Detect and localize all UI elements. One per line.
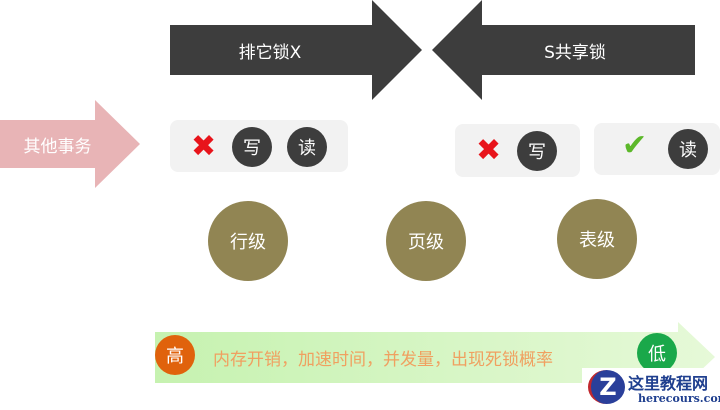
row-level: 行级 (208, 201, 288, 281)
watermark-name: 这里教程网 (628, 374, 709, 393)
high-circle: 高 (155, 335, 195, 375)
deny-icon: ✖ (191, 129, 217, 164)
write-circle: 写 (517, 131, 557, 171)
shared-lock-arrow (432, 0, 695, 100)
low-circle: 低 (637, 333, 677, 373)
other-transaction-arrow (0, 100, 140, 188)
exclusive-lock-label: 排它锁X (238, 42, 302, 63)
scale-text: 内存开销，加速时间，并发量，出现死锁概率 (213, 350, 553, 370)
scale-arrow (155, 322, 715, 392)
read-circle: 读 (668, 129, 708, 169)
watermark: Z 这里教程网 herecours.com (582, 368, 720, 410)
exclusive-lock-arrow (170, 0, 422, 100)
page-level: 页级 (386, 201, 466, 281)
other-transaction-label: 其他事务 (23, 136, 92, 157)
allow-check-icon: ✔ (622, 128, 648, 163)
watermark-logo-icon: Z (588, 370, 625, 404)
table-level: 表级 (557, 199, 637, 279)
deny-icon: ✖ (476, 133, 502, 168)
watermark-url: herecours.com (638, 392, 720, 405)
write-circle: 写 (232, 127, 272, 167)
shared-lock-label: S共享锁 (544, 42, 606, 63)
read-circle: 读 (287, 127, 327, 167)
